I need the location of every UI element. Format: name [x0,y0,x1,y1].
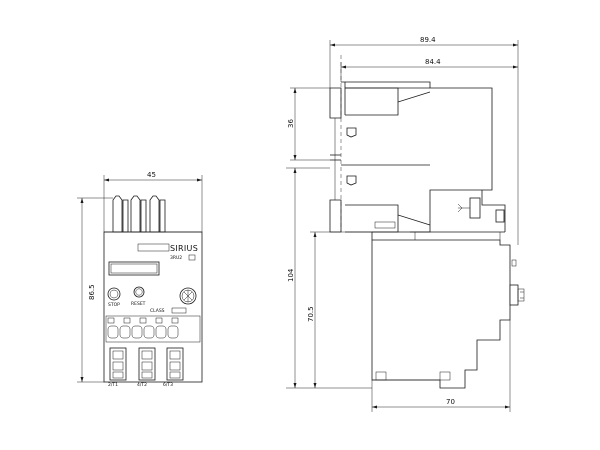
relay-body-outline [371,239,511,389]
dim-label-104: 104 [287,268,295,282]
terminal-label-6t3: 6/T3 [163,382,173,388]
dim-label-70-5: 70.5 [307,306,315,322]
brand-label: SIRIUS [170,244,198,253]
reset-label: RESET [131,301,146,307]
dimension-side-total-width: 89.4 [329,36,519,245]
dimension-side-base-width: 70 [371,320,511,412]
dimension-side-body-width: 84.4 [340,58,518,82]
dimension-front-height: 86.5 [77,197,113,383]
main-terminal-blocks [109,347,184,381]
upper-clip [329,87,342,119]
display-window [108,261,160,276]
dim-label-86-5: 86.5 [88,284,96,300]
current-setting-dial [179,287,197,305]
front-view: SIRIUS 3RU2 STOP RESET CLASS [77,171,203,388]
class-label: CLASS [150,308,165,314]
class-switch [171,307,187,314]
dimension-side-total-height: 104 [286,167,372,389]
indicator-square [188,254,196,261]
dimension-side-upper-height: 36 [287,87,330,161]
model-label-strip [137,243,170,252]
dim-label-70: 70 [446,398,455,406]
side-view: 89.4 84.4 36 104 [286,36,525,412]
terminal-label-4t2: 4/T2 [137,382,147,388]
dimension-front-width: 45 [103,171,203,232]
top-terminal-lugs [104,195,202,233]
terminal-label-2t1: 2/T1 [108,382,118,388]
dim-label-84-4: 84.4 [425,58,441,66]
reset-button [133,286,145,298]
dim-label-36: 36 [287,119,295,128]
stop-label: STOP [108,302,120,308]
dim-label-45: 45 [147,171,156,179]
upper-housing-outline [341,81,493,233]
stop-button [107,287,121,301]
front-body-outline [103,231,203,383]
side-knob [509,284,519,306]
dim-label-89-4: 89.4 [420,36,436,44]
dimension-side-lower-height: 70.5 [307,231,372,388]
auxiliary-terminal-row [105,315,201,343]
model-code-label: 3RU2 [170,255,182,261]
